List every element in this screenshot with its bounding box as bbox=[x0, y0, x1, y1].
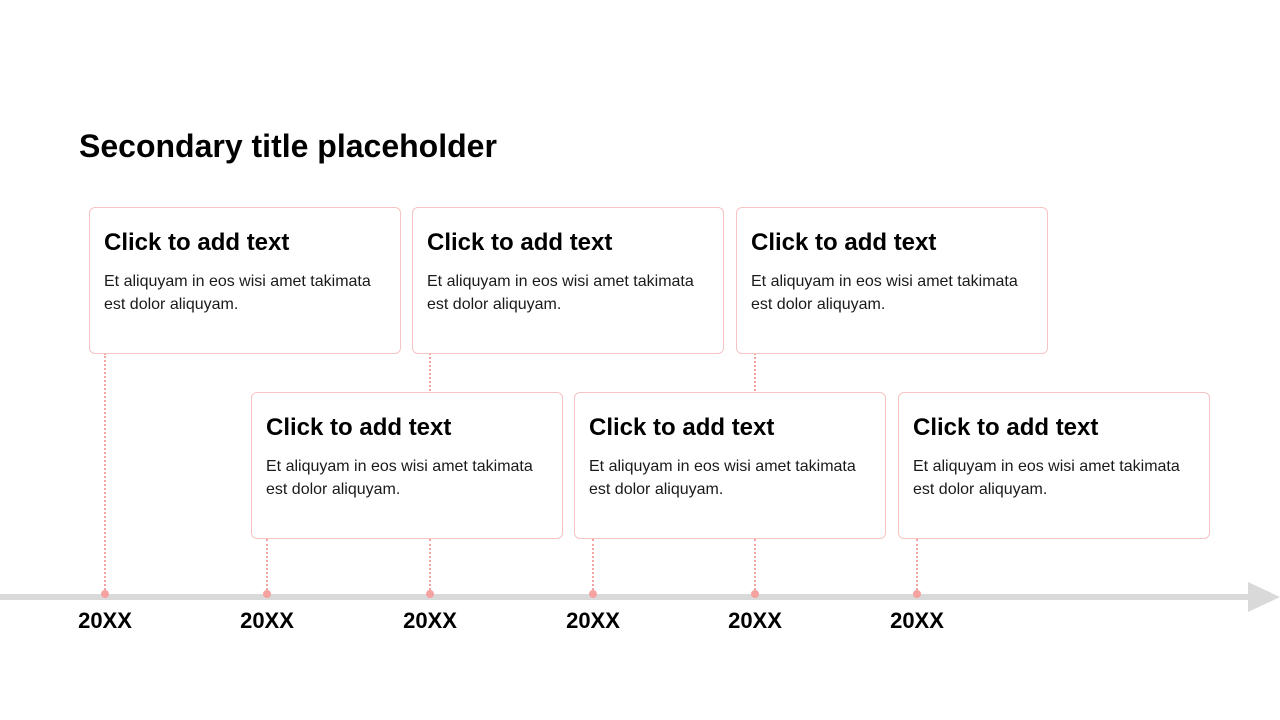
event-connector-5-lower bbox=[754, 539, 756, 594]
event-card-body[interactable]: Et aliquyam in eos wisi amet takimata es… bbox=[913, 458, 1180, 498]
event-card-5[interactable]: Click to add text Et aliquyam in eos wis… bbox=[736, 207, 1048, 354]
event-card-body[interactable]: Et aliquyam in eos wisi amet takimata es… bbox=[589, 458, 856, 498]
event-card-3[interactable]: Click to add text Et aliquyam in eos wis… bbox=[412, 207, 724, 354]
event-card-6[interactable]: Click to add text Et aliquyam in eos wis… bbox=[898, 392, 1210, 539]
event-card-1[interactable]: Click to add text Et aliquyam in eos wis… bbox=[89, 207, 401, 354]
slide-title[interactable]: Secondary title placeholder bbox=[79, 128, 497, 164]
timeline-axis bbox=[0, 594, 1254, 600]
event-card-heading[interactable]: Click to add text bbox=[589, 414, 775, 441]
event-card-body[interactable]: Et aliquyam in eos wisi amet takimata es… bbox=[427, 273, 694, 313]
event-connector-1 bbox=[104, 353, 106, 594]
event-connector-3-upper bbox=[429, 353, 431, 391]
event-card-heading[interactable]: Click to add text bbox=[266, 414, 452, 441]
year-label-1[interactable]: 20XX bbox=[78, 608, 132, 633]
event-connector-2 bbox=[266, 539, 268, 594]
event-card-heading[interactable]: Click to add text bbox=[913, 414, 1099, 441]
event-card-heading[interactable]: Click to add text bbox=[427, 229, 613, 256]
event-marker-4 bbox=[589, 590, 597, 598]
event-card-body[interactable]: Et aliquyam in eos wisi amet takimata es… bbox=[104, 273, 371, 313]
event-marker-1 bbox=[101, 590, 109, 598]
year-label-2[interactable]: 20XX bbox=[240, 608, 294, 633]
event-card-heading[interactable]: Click to add text bbox=[751, 229, 937, 256]
year-label-4[interactable]: 20XX bbox=[566, 608, 620, 633]
event-connector-3-lower bbox=[429, 539, 431, 594]
year-label-5[interactable]: 20XX bbox=[728, 608, 782, 633]
event-card-4[interactable]: Click to add text Et aliquyam in eos wis… bbox=[574, 392, 886, 539]
year-label-3[interactable]: 20XX bbox=[403, 608, 457, 633]
event-marker-3 bbox=[426, 590, 434, 598]
event-connector-5-upper bbox=[754, 353, 756, 391]
event-marker-5 bbox=[751, 590, 759, 598]
event-connector-4 bbox=[592, 539, 594, 594]
event-marker-6 bbox=[913, 590, 921, 598]
event-card-body[interactable]: Et aliquyam in eos wisi amet takimata es… bbox=[751, 273, 1018, 313]
timeline-arrow-icon bbox=[1248, 582, 1280, 612]
event-marker-2 bbox=[263, 590, 271, 598]
event-card-2[interactable]: Click to add text Et aliquyam in eos wis… bbox=[251, 392, 563, 539]
event-card-heading[interactable]: Click to add text bbox=[104, 229, 290, 256]
event-connector-6 bbox=[916, 539, 918, 594]
year-label-6[interactable]: 20XX bbox=[890, 608, 944, 633]
event-card-body[interactable]: Et aliquyam in eos wisi amet takimata es… bbox=[266, 458, 533, 498]
